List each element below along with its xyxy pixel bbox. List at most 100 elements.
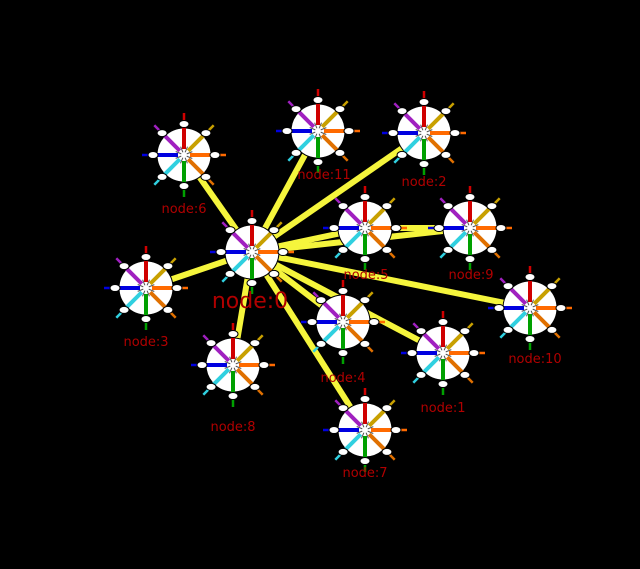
spoke — [367, 432, 387, 452]
node-label: node:0 — [212, 289, 288, 314]
spoke — [321, 324, 341, 344]
port-handle — [268, 226, 280, 235]
port-handle — [524, 273, 536, 281]
port-handle — [277, 248, 289, 256]
spoke — [472, 206, 492, 226]
port-handle — [415, 370, 427, 379]
node-center — [181, 152, 187, 158]
port-handle — [118, 305, 130, 314]
port-handle — [390, 426, 402, 434]
port-handle — [387, 129, 399, 137]
spoke — [448, 206, 468, 226]
port-handle — [468, 349, 480, 357]
spoke — [343, 432, 363, 452]
node-label: node:3 — [123, 335, 168, 350]
spoke — [230, 230, 250, 250]
port-handle — [442, 202, 454, 211]
port-handle — [381, 404, 393, 413]
node-center — [340, 319, 346, 325]
spoke — [235, 343, 255, 363]
spoke — [320, 133, 340, 153]
spoke — [235, 367, 255, 387]
spoke — [186, 157, 206, 177]
port-handle — [205, 382, 217, 391]
spoke — [448, 230, 468, 250]
port-handle — [209, 151, 221, 159]
port-handle — [359, 457, 371, 465]
port-handle — [464, 193, 476, 201]
graph-node[interactable] — [142, 113, 226, 197]
graph-node[interactable] — [276, 89, 360, 173]
port-handle — [246, 279, 258, 287]
port-handle — [359, 255, 371, 263]
port-handle — [437, 318, 449, 326]
graph-node[interactable] — [323, 186, 407, 270]
node-label: node:5 — [343, 268, 388, 283]
port-handle — [546, 282, 558, 291]
port-handle — [290, 105, 302, 114]
graph-node[interactable] — [401, 311, 485, 395]
spoke — [124, 266, 144, 286]
edge — [250, 130, 426, 255]
port-handle — [200, 172, 212, 181]
spoke — [162, 157, 182, 177]
spoke — [508, 310, 528, 330]
node-center — [362, 427, 368, 433]
node-labels: node:0 node:1 node:2 node:3 node:4 node:… — [123, 168, 561, 481]
spoke — [367, 230, 387, 250]
graph-node[interactable] — [428, 186, 512, 270]
port-handle — [433, 224, 445, 232]
port-handle — [368, 318, 380, 326]
port-handle — [290, 148, 302, 157]
spoke — [426, 135, 446, 155]
spoke — [254, 254, 274, 274]
spoke — [421, 331, 441, 351]
port-handle — [328, 426, 340, 434]
port-handle — [224, 269, 236, 278]
port-handle — [459, 327, 471, 336]
port-handle — [200, 129, 212, 138]
spoke — [445, 331, 465, 351]
node-center — [527, 305, 533, 311]
port-handle — [196, 361, 208, 369]
spoke — [345, 324, 365, 344]
node-center — [440, 350, 446, 356]
graph-node[interactable] — [104, 246, 188, 330]
port-handle — [118, 262, 130, 271]
port-handle — [464, 255, 476, 263]
spoke — [532, 286, 552, 306]
spoke — [343, 408, 363, 428]
graph-node[interactable] — [488, 266, 572, 350]
port-handle — [334, 148, 346, 157]
port-handle — [178, 182, 190, 190]
node-center — [143, 285, 149, 291]
port-handle — [337, 447, 349, 456]
port-handle — [343, 127, 355, 135]
node-label: node:9 — [448, 268, 493, 283]
port-handle — [281, 127, 293, 135]
port-handle — [415, 327, 427, 336]
nodes — [104, 89, 572, 472]
node-label: node:2 — [401, 175, 446, 190]
graph-node[interactable] — [301, 280, 385, 364]
port-handle — [337, 287, 349, 295]
node-label: node:1 — [420, 401, 465, 416]
spoke — [296, 109, 316, 129]
port-handle — [418, 98, 430, 106]
graph-node[interactable] — [323, 388, 407, 472]
port-handle — [312, 158, 324, 166]
port-handle — [381, 245, 393, 254]
port-handle — [396, 107, 408, 116]
port-handle — [205, 339, 217, 348]
node-center — [421, 130, 427, 136]
spoke — [296, 133, 316, 153]
port-handle — [486, 202, 498, 211]
graph-node[interactable] — [191, 323, 275, 407]
port-handle — [555, 304, 567, 312]
port-handle — [502, 282, 514, 291]
node-center — [362, 225, 368, 231]
graph-node[interactable] — [210, 210, 294, 294]
graph-node[interactable] — [382, 91, 466, 175]
